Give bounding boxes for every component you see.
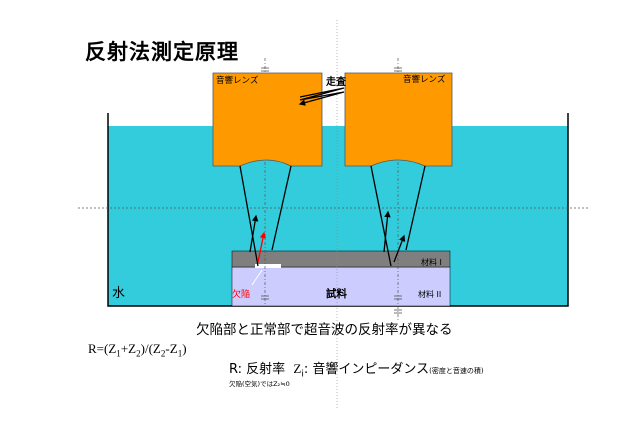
water-label: 水 — [112, 286, 125, 301]
sample-body — [231, 266, 451, 307]
reflection-arrow-right-1 — [383, 210, 391, 253]
material2-label: 材料 II — [418, 289, 441, 299]
beam-right — [370, 165, 426, 267]
defect-label: 欠陥 — [232, 288, 250, 300]
scan-zigzag-arrow — [298, 87, 345, 106]
lens-label-left: 音響レンズ — [216, 75, 259, 86]
acoustic-lens-left — [212, 72, 323, 167]
sample-label: 試料 — [326, 287, 347, 300]
reflection-arrow-right-2 — [393, 234, 406, 263]
caption-text: 欠陥部と正常部で超音波の反射率が異なる — [196, 322, 453, 338]
axis-ticks — [261, 67, 402, 314]
beam-left — [239, 165, 292, 267]
scan-label: 走査 — [325, 75, 347, 88]
page-title: 反射法測定原理 — [85, 40, 239, 64]
acoustic-lens-right — [344, 72, 453, 167]
lens-label-right: 音響レンズ — [403, 74, 446, 85]
legend-z-note: (密度と音速の積) — [429, 367, 484, 375]
symbol-legend: R: 反射率 Zi: 音響インピーダンス(密度と音速の積) — [229, 361, 484, 380]
defect-void — [255, 264, 281, 268]
defect-note: 欠陥(空気)ではZ₂≒0 — [229, 380, 290, 388]
legend-r: R: 反射率 — [229, 362, 286, 377]
material-layer-1 — [231, 250, 451, 268]
reflection-arrow-left-black — [249, 214, 259, 253]
reflection-arrow-left-red — [257, 231, 267, 263]
defect-leader — [251, 269, 263, 286]
legend-z-desc: : 音響インピーダンス — [303, 362, 430, 377]
material1-label: 材料 I — [421, 257, 442, 267]
legend-z-letter: Z — [293, 361, 302, 376]
reflectance-formula: R=(Z1+Z2)/(Z2-Z1) — [88, 341, 187, 359]
